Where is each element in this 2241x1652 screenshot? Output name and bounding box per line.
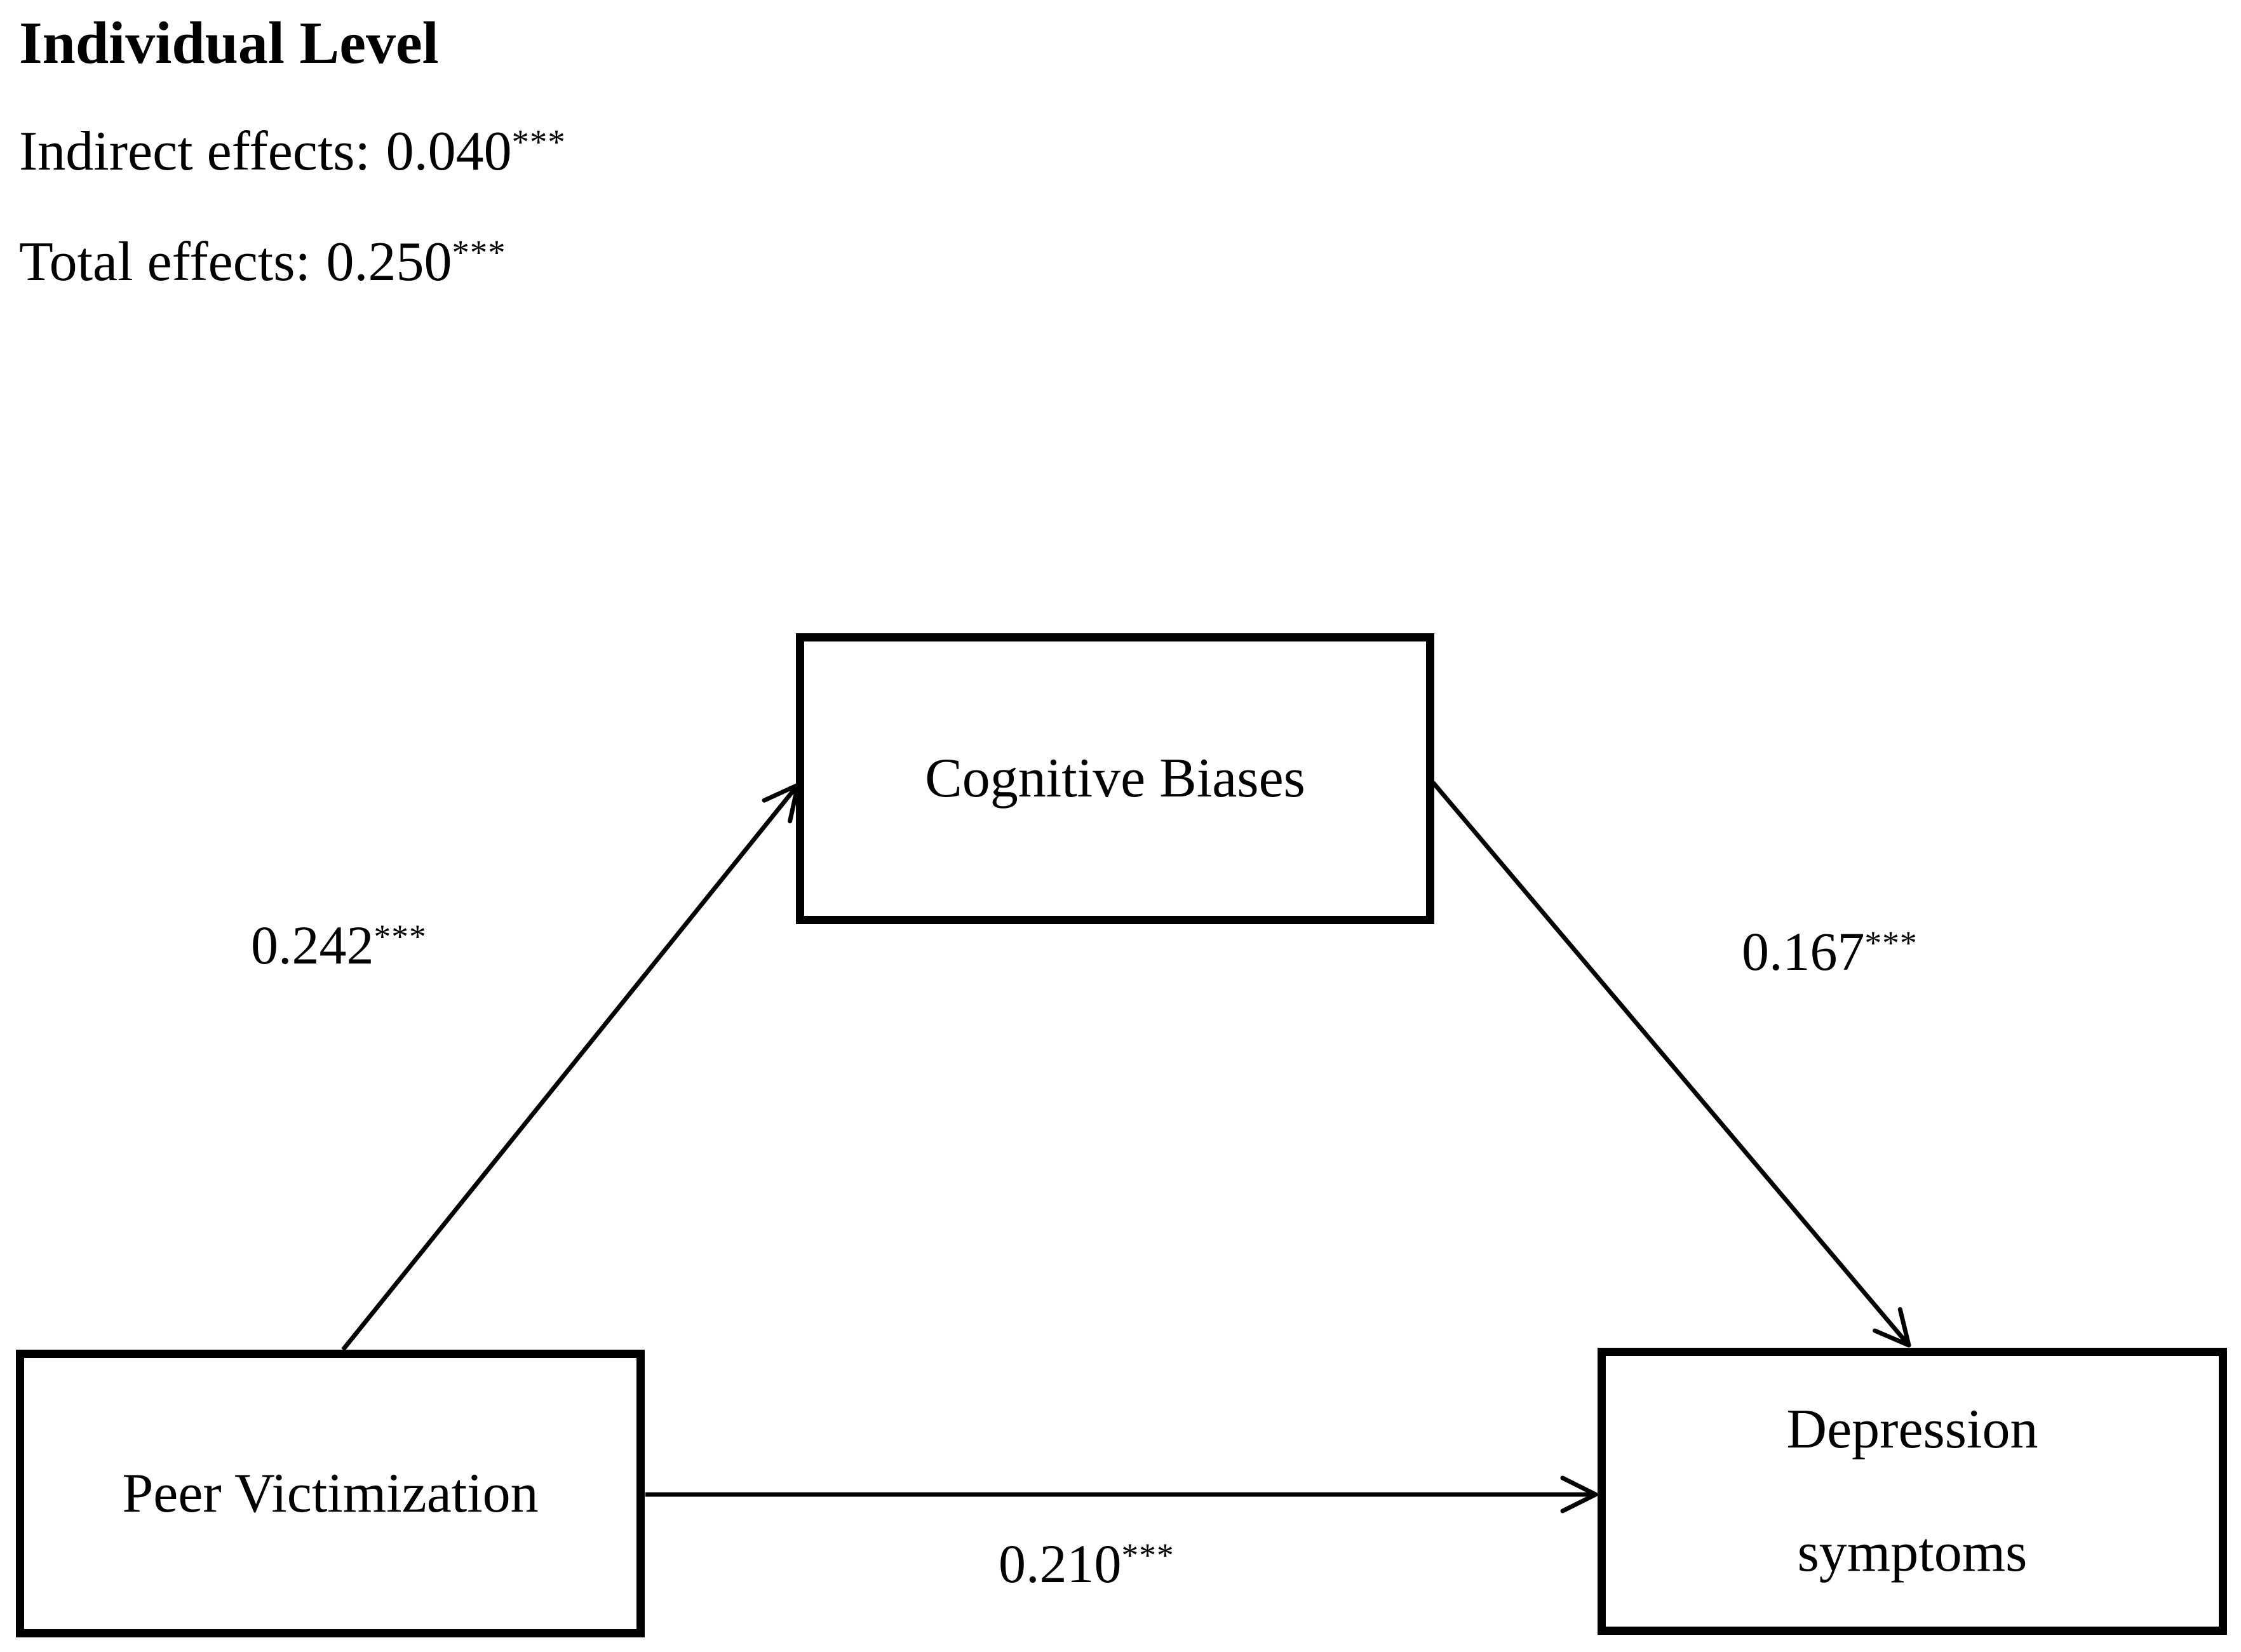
mediator-box-label: Cognitive Biases [925, 748, 1305, 810]
arrow-predictor-to-mediator [341, 782, 800, 1352]
indirect-effects-value: 0.040 [386, 121, 512, 182]
total-effects-significance: *** [452, 232, 506, 272]
predictor-box-peer-victimization: Peer Victimization [16, 1350, 645, 1637]
total-effects-line: Total effects:0.250*** [19, 230, 506, 294]
arrow-mediator-to-outcome [1431, 781, 1911, 1348]
coefficient-c-significance: *** [1121, 1536, 1174, 1575]
outcome-box-depression-symptoms: Depression symptoms [1598, 1348, 2227, 1635]
outcome-box-label-line1: Depression [1786, 1399, 2038, 1461]
total-effects-value: 0.250 [326, 231, 452, 293]
total-effects-label: Total effects: [19, 231, 311, 293]
coefficient-b-significance: *** [1864, 923, 1918, 962]
indirect-effects-label: Indirect effects: [19, 121, 370, 182]
predictor-box-label: Peer Victimization [122, 1462, 539, 1524]
outcome-box-label-line2: symptoms [1797, 1522, 2028, 1583]
indirect-effects-significance: *** [511, 122, 566, 161]
coefficient-a-significance: *** [374, 917, 427, 956]
coefficient-mediator-to-outcome: 0.167*** [1742, 920, 1918, 983]
coefficient-predictor-to-mediator: 0.242*** [251, 913, 427, 977]
coefficient-c-value: 0.210 [999, 1533, 1122, 1594]
coefficient-b-value: 0.167 [1742, 921, 1865, 982]
mediator-box-cognitive-biases: Cognitive Biases [796, 633, 1434, 924]
indirect-effects-line: Indirect effects: 0.040*** [19, 119, 566, 184]
level-title: Individual Level [19, 10, 439, 76]
outcome-box-label: Depression symptoms [1787, 1368, 2038, 1614]
coefficient-a-value: 0.242 [251, 915, 374, 976]
coefficient-predictor-to-outcome: 0.210*** [999, 1532, 1174, 1595]
